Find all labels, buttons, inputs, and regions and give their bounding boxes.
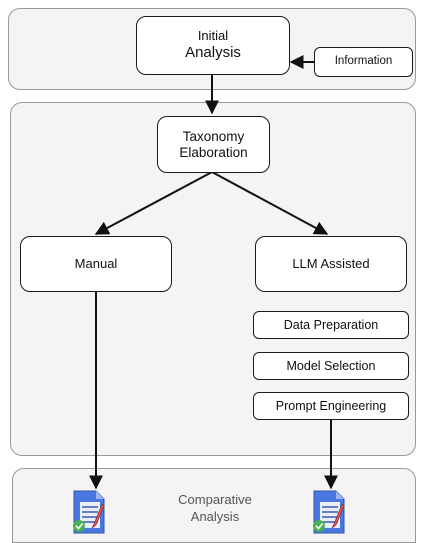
prompt-engineering-box: Prompt Engineering [253,392,409,420]
information-label: Information [334,55,393,68]
model-selection-label: Model Selection [286,358,376,373]
taxonomy-line2: Elaboration [179,144,248,160]
information-box: Information [314,47,413,77]
taxonomy-elaboration-box: Taxonomy Elaboration [157,116,270,173]
comparative-line1: Comparative [178,492,252,507]
initial-analysis-box: Initial Analysis [136,16,290,75]
llm-assisted-box: LLM Assisted [255,236,407,292]
data-preparation-box: Data Preparation [253,311,409,339]
llm-assisted-label: LLM Assisted [292,255,370,271]
prompt-engineering-label: Prompt Engineering [275,398,387,413]
data-preparation-label: Data Preparation [283,317,379,332]
initial-analysis-line2: Analysis [185,44,241,62]
manual-box: Manual [20,236,172,292]
comparative-analysis-label: Comparative Analysis [160,492,270,526]
arrow-taxonomy-to-manual [94,171,213,235]
document-checklist-icon [313,490,345,534]
model-selection-box: Model Selection [253,352,409,380]
taxonomy-line1: Taxonomy [182,128,245,144]
document-checklist-icon [73,490,105,534]
arrow-taxonomy-to-llm [211,171,329,235]
initial-analysis-line1: Initial [197,28,229,44]
manual-label: Manual [74,255,118,271]
comparative-line2: Analysis [190,508,240,524]
